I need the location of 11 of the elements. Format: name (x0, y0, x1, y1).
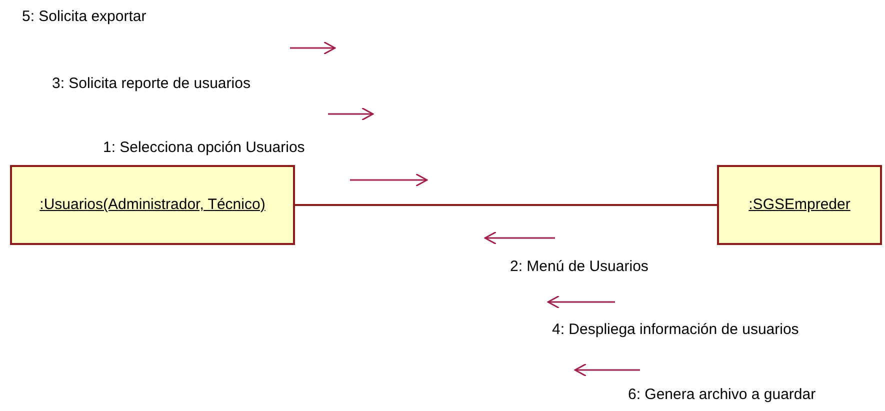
object-box (10, 165, 295, 245)
link-line (295, 204, 717, 206)
object-name: :SGSEmpreder (748, 195, 850, 215)
message-label: 4: Despliega información de usuarios (552, 321, 799, 338)
message-label: 2: Menú de Usuarios (510, 258, 648, 275)
object-box (717, 165, 882, 245)
message-label: 1: Selecciona opción Usuarios (103, 139, 305, 156)
message-label: 3: Solicita reporte de usuarios (52, 75, 250, 92)
message-label: 5: Solicita exportar (22, 8, 146, 25)
message-label: 6: Genera archivo a guardar (628, 386, 816, 403)
object-name: :Usuarios(Administrador, Técnico) (40, 195, 266, 215)
